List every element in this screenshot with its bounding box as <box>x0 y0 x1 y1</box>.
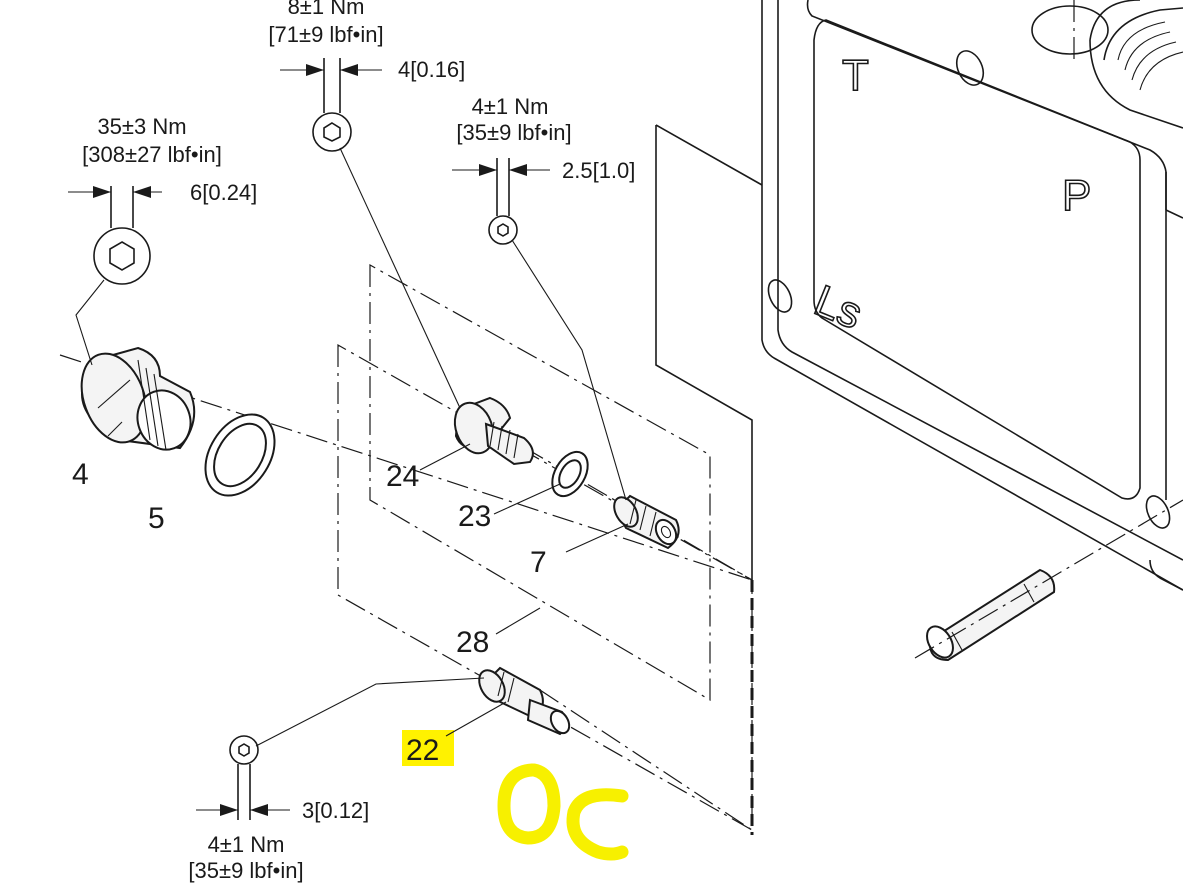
torque-nm-4: 35±3 Nm <box>97 114 186 139</box>
part-7-set-screw <box>613 494 680 550</box>
housing-port-label-t: T <box>842 51 869 100</box>
part-number-5: 5 <box>148 502 165 535</box>
part-24-screw <box>453 396 534 466</box>
torque-imperial-4: [308±27 lbf•in] <box>82 142 222 167</box>
torque-imperial-7: [35±9 lbf•in] <box>456 120 571 145</box>
hex-key-symbol-4 <box>93 227 151 285</box>
handwritten-annotation-oc <box>497 763 629 861</box>
torque-nm-24: 8±1 Nm <box>288 0 365 19</box>
torque-nm-7: 4±1 Nm <box>472 94 549 119</box>
hex-size-24: 4[0.16] <box>398 57 465 82</box>
hex-key-symbol-24 <box>312 112 352 152</box>
part-number-22: 22 <box>406 734 439 767</box>
part-number-7: 7 <box>530 546 547 579</box>
hex-key-symbol-7 <box>488 215 518 245</box>
part-22-highlight <box>402 730 454 766</box>
part-number-28: 28 <box>456 626 489 659</box>
part-22-orifice-plug <box>478 666 571 736</box>
reference-frames <box>337 124 763 835</box>
hex-size-4: 6[0.24] <box>190 180 257 205</box>
housing-port-label-p: P <box>1062 171 1091 220</box>
hex-symbols <box>75 58 627 820</box>
housing-port-label-ls: Ls <box>808 276 869 339</box>
part-5-o-ring <box>204 413 276 497</box>
part-23-washer <box>551 450 589 498</box>
part-number-23: 23 <box>458 500 491 533</box>
dimension-arrows <box>68 64 550 816</box>
torque-labels: 8±1 Nm [71±9 lbf•in] 4[0.16] 35±3 Nm [30… <box>82 0 635 883</box>
part-4-plug <box>80 346 196 451</box>
hex-size-7: 2.5[1.0] <box>562 158 635 183</box>
hex-size-22: 3[0.12] <box>302 798 369 823</box>
hex-key-symbol-22 <box>229 735 259 765</box>
torque-imperial-22: [35±9 lbf•in] <box>188 858 303 883</box>
part-number-4: 4 <box>72 458 89 491</box>
part-callouts: 4 5 24 23 7 28 22 <box>72 421 629 767</box>
torque-nm-22: 4±1 Nm <box>208 832 285 857</box>
valve-housing: T P Ls <box>761 0 1183 662</box>
part-number-24: 24 <box>386 460 419 493</box>
torque-imperial-24: [71±9 lbf•in] <box>268 22 383 47</box>
